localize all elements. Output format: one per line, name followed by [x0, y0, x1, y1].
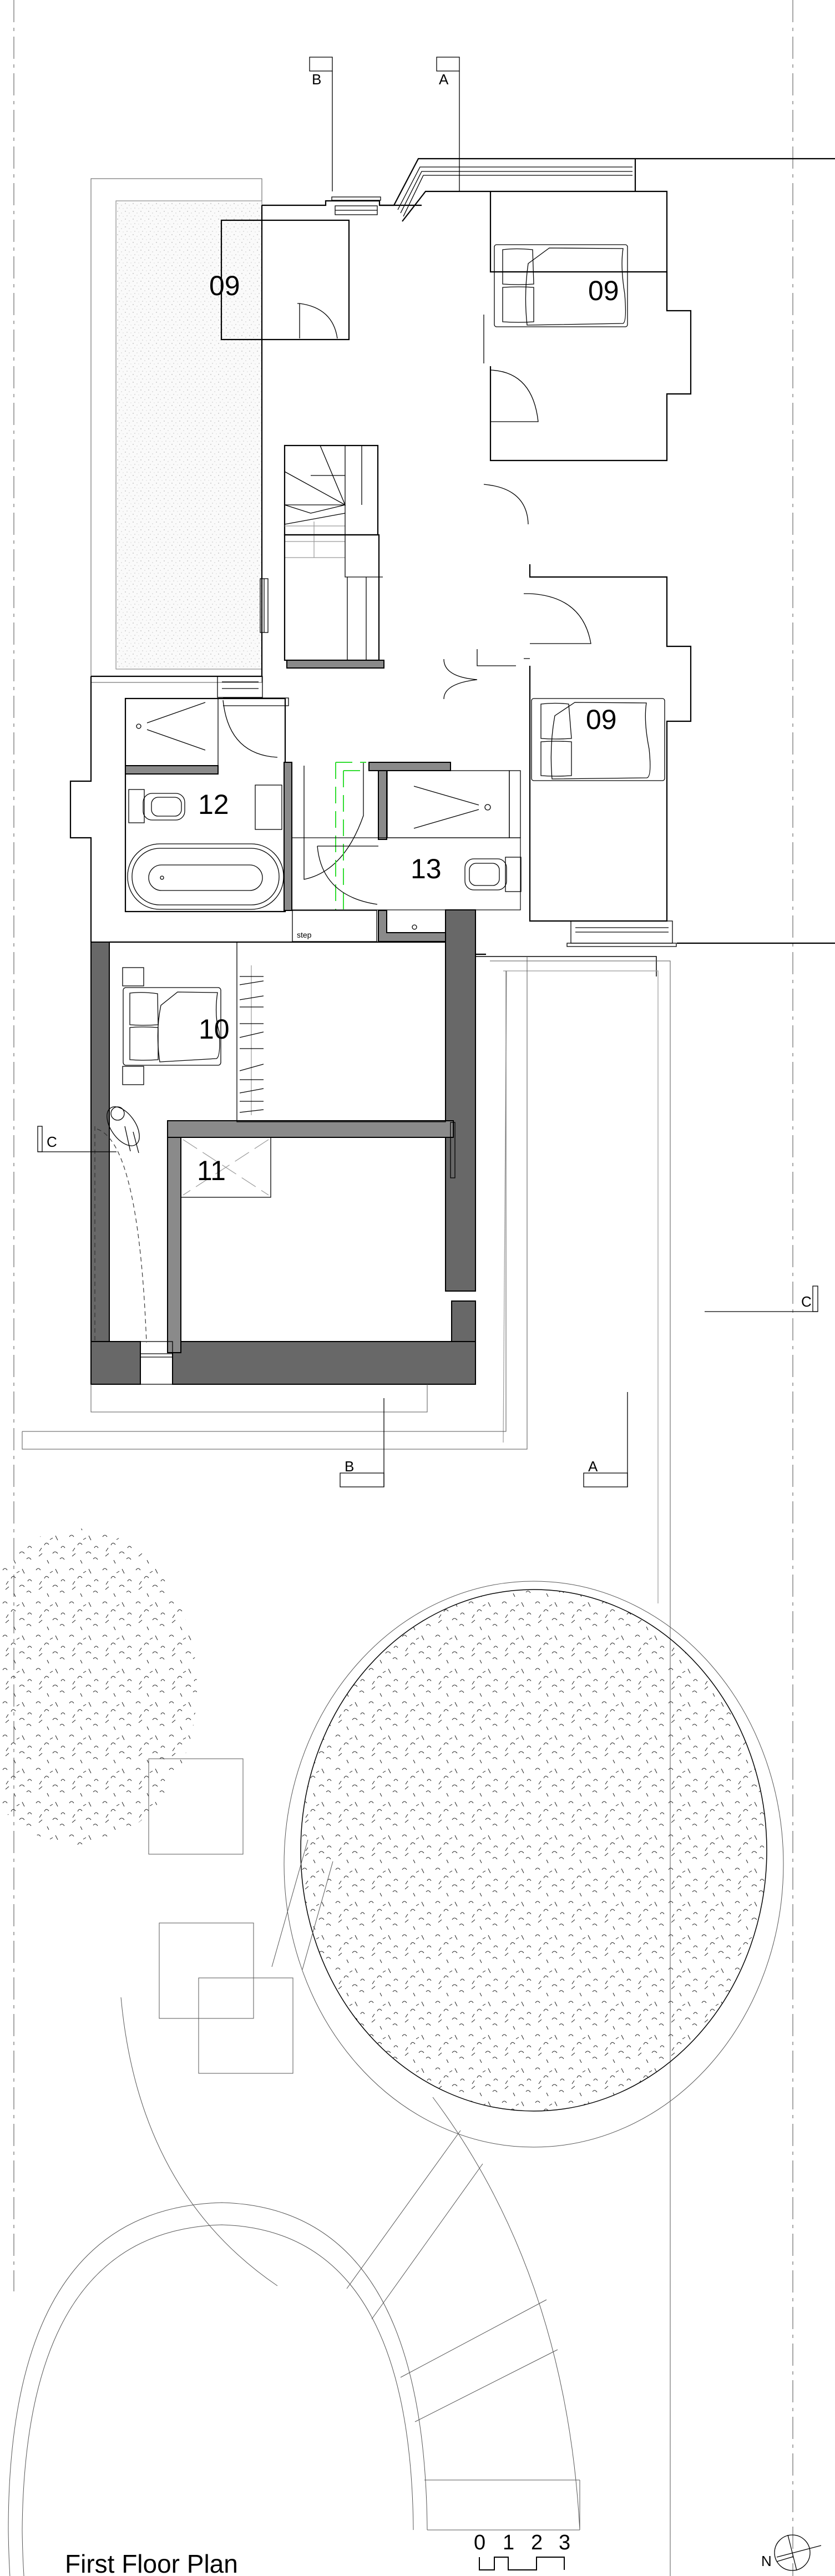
room-label-09-study: 09 — [209, 270, 240, 301]
window-bathroom-12 — [217, 676, 263, 698]
section-marker-c-left: C — [37, 1126, 117, 1152]
bed-10 — [123, 987, 221, 1066]
window-stair — [260, 578, 269, 633]
bay-window-outer — [393, 158, 835, 206]
door-swing-corridor — [303, 762, 364, 880]
deck-boards — [271, 1839, 580, 2531]
bay-window-inner — [402, 190, 668, 311]
room-label-13: 13 — [411, 853, 442, 884]
svg-text:A: A — [588, 1458, 598, 1475]
section-marker-b-top: B — [309, 57, 333, 191]
tree-canopy-circle — [284, 1581, 784, 2148]
scale-tick-2: 2 — [531, 2531, 543, 2554]
room-label-12: 12 — [198, 789, 229, 820]
north-label: N — [761, 2553, 772, 2569]
shower-12 — [125, 698, 219, 766]
bedside-table-left — [122, 967, 144, 986]
shower-room-13-top-wall — [368, 762, 451, 771]
svg-text:C: C — [801, 1293, 812, 1310]
section-marker-a-bottom: A — [583, 1392, 628, 1487]
room-label-11: 11 — [197, 1155, 226, 1186]
room-label-09-middle-right: 09 — [586, 704, 617, 735]
svg-text:C: C — [47, 1133, 57, 1150]
vanity-12 — [255, 785, 282, 830]
svg-text:B: B — [312, 71, 321, 88]
door-swing-landing-1 — [483, 484, 529, 525]
wheelchair-figure — [94, 1106, 147, 1343]
room-label-10: 10 — [199, 1014, 230, 1045]
door-swing-09-top-right — [490, 370, 539, 422]
rooflight-11 — [180, 1122, 456, 1198]
bathtub-12 — [127, 843, 284, 910]
scale-tick-3: 3 — [559, 2531, 570, 2554]
toilet-13 — [464, 857, 522, 892]
bedside-table-right — [122, 1066, 144, 1085]
stepping-stones — [148, 1758, 293, 2074]
window-09-middle-right — [566, 920, 677, 947]
shower-room-13-bottom-wall — [378, 910, 446, 942]
shower-room-13-left-wall — [378, 770, 387, 840]
drawing-title: First Floor Plan — [65, 2549, 238, 2576]
section-marker-b-bottom: B — [340, 1398, 384, 1487]
bathroom-12-partition — [125, 765, 219, 775]
garden-path-curve — [120, 1997, 278, 2286]
room-09-middle-right-walls — [529, 564, 692, 922]
ground-floor-outline — [90, 1384, 428, 1413]
terrace-outline — [475, 956, 657, 976]
bed-09-top-right — [494, 244, 628, 327]
svg-text:A: A — [439, 71, 449, 88]
corridor-wall-left — [284, 762, 292, 911]
door-swing-double-cupboard — [443, 659, 478, 700]
bay-window-glazing — [397, 166, 632, 217]
section-marker-c-right: C — [705, 1286, 818, 1312]
wardrobe-10 — [236, 942, 446, 1122]
circular-patio — [8, 2202, 428, 2576]
bathroom-12-outer-wall — [69, 676, 92, 942]
extension-walls — [90, 909, 476, 1385]
shower-13 — [387, 770, 521, 838]
scale-tick-1: 1 — [503, 2531, 514, 2554]
bed-09-middle-right — [531, 698, 665, 781]
svg-text:B: B — [345, 1458, 354, 1475]
room-label-09-top-right: 09 — [588, 275, 619, 306]
staircase — [284, 444, 384, 669]
step-label: step — [297, 930, 312, 939]
toilet-12 — [128, 789, 185, 823]
door-swing-shower-room-13 — [317, 846, 378, 905]
scale-bar: 0 1 2 3 — [474, 2531, 570, 2570]
tree-canopy-left — [0, 1529, 197, 1845]
north-arrow-icon: N — [761, 2534, 822, 2571]
door-swing-09-study — [299, 303, 338, 339]
room-09-study-walls — [220, 219, 350, 341]
window-top-left-room — [331, 196, 381, 215]
door-swing-bathroom-12 — [222, 700, 278, 758]
room-09-top-right-walls — [489, 191, 692, 462]
outer-wall-top-left — [261, 200, 394, 676]
scale-tick-0: 0 — [474, 2531, 485, 2554]
door-swing-09-middle-right — [529, 593, 591, 644]
section-marker-a-top: A — [436, 57, 460, 192]
window-10-bottom — [140, 1341, 173, 1385]
